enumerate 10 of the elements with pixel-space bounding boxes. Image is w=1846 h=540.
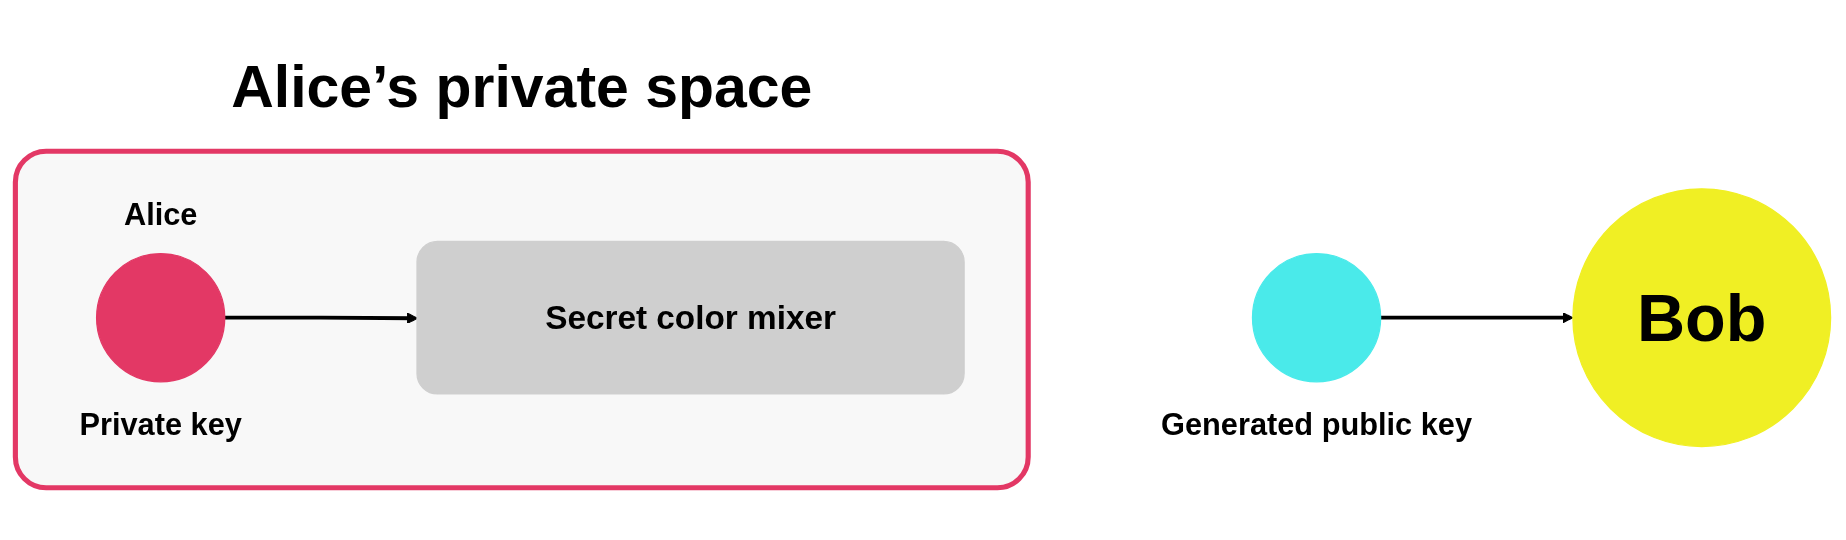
- arrow: [1380, 312, 1574, 324]
- node-circle: [95, 252, 226, 383]
- node-label: Alice’s private space: [231, 53, 813, 121]
- node-circle: [1251, 252, 1382, 383]
- node-caption: Generated public key: [1161, 406, 1473, 442]
- node-box: Secret color mixer: [416, 240, 965, 395]
- node-caption: Private key: [79, 406, 242, 442]
- node-caption: Alice: [123, 197, 198, 233]
- node-circle: Bob: [1572, 188, 1832, 448]
- cluster: [12, 148, 1031, 491]
